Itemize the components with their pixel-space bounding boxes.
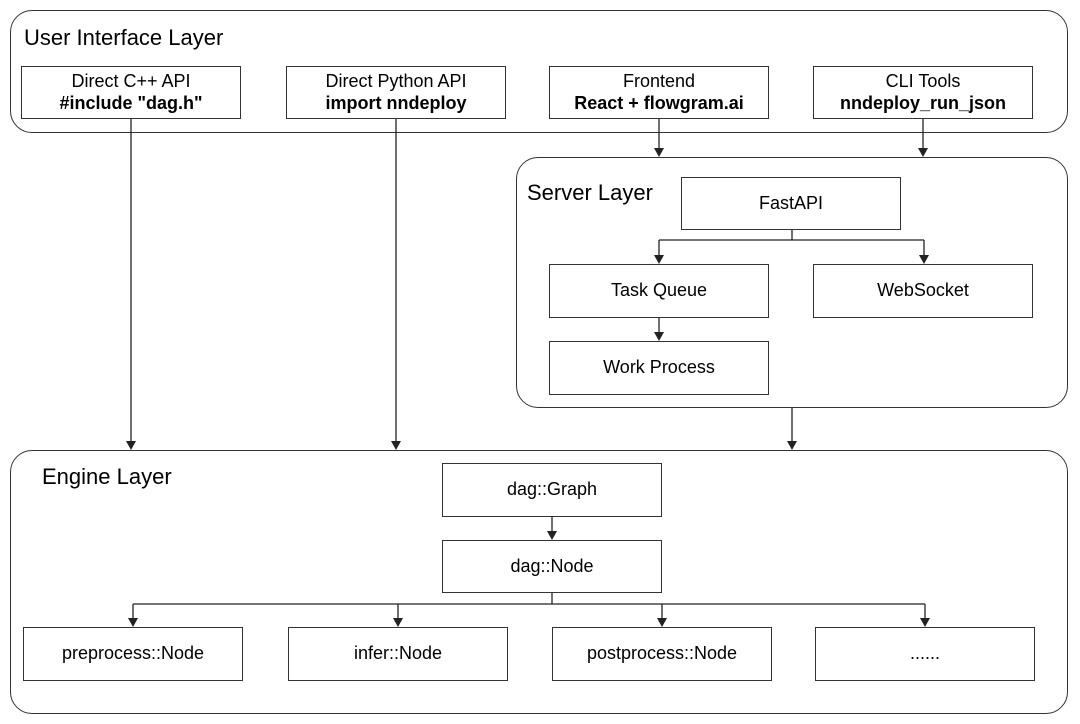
arrow-to-infer-head (393, 618, 403, 627)
task-queue-box: Task Queue (549, 264, 769, 318)
arrow-cpp-to-engine-head (126, 441, 136, 450)
postprocess-node-label: postprocess::Node (586, 643, 738, 664)
arrow-node-split (132, 593, 926, 620)
cli-tools-box: CLI Tools nndeploy_run_json (813, 66, 1033, 119)
engine-layer-title: Engine Layer (42, 464, 172, 489)
direct-python-api-label: Direct Python API (325, 70, 467, 91)
infer-node-label: infer::Node (353, 643, 443, 664)
arrow-taskqueue-to-workprocess-head (654, 332, 664, 341)
arrow-to-more-head (920, 618, 930, 627)
direct-python-api-code: import nndeploy (325, 92, 467, 113)
direct-cpp-api-code: #include "dag.h" (59, 92, 203, 113)
fastapi-label: FastAPI (758, 192, 824, 213)
arrow-fastapi-to-websocket-head (919, 255, 929, 264)
arrow-server-to-engine-head (787, 441, 797, 450)
websocket-box: WebSocket (813, 264, 1033, 318)
frontend-box: Frontend React + flowgram.ai (549, 66, 769, 119)
arrow-to-preprocess-head (128, 618, 138, 627)
user-interface-layer-title: User Interface Layer (24, 25, 224, 50)
dag-graph-label: dag::Graph (506, 479, 598, 500)
more-nodes-box: ...... (815, 627, 1035, 681)
cli-tools-command: nndeploy_run_json (839, 92, 1007, 113)
arrow-fastapi-split (658, 230, 925, 257)
work-process-label: Work Process (603, 357, 715, 378)
websocket-label: WebSocket (877, 280, 969, 301)
arrow-graph-to-node-head (547, 531, 557, 540)
work-process-box: Work Process (549, 341, 769, 395)
direct-cpp-api-label: Direct C++ API (71, 70, 191, 91)
preprocess-node-label: preprocess::Node (61, 643, 205, 664)
fastapi-box: FastAPI (681, 177, 901, 230)
frontend-label: Frontend (622, 70, 696, 91)
infer-node-box: infer::Node (288, 627, 508, 681)
preprocess-node-box: preprocess::Node (23, 627, 243, 681)
server-layer-title: Server Layer (527, 180, 653, 205)
direct-python-api-box: Direct Python API import nndeploy (286, 66, 506, 119)
dag-node-label: dag::Node (510, 555, 594, 576)
arrow-cli-to-server-head (918, 148, 928, 157)
more-nodes-label: ...... (909, 643, 940, 664)
cli-tools-label: CLI Tools (885, 70, 961, 91)
postprocess-node-box: postprocess::Node (552, 627, 772, 681)
arrow-frontend-to-server-head (654, 148, 664, 157)
direct-cpp-api-box: Direct C++ API #include "dag.h" (21, 66, 241, 119)
arrow-to-postprocess-head (657, 618, 667, 627)
frontend-tech: React + flowgram.ai (574, 92, 744, 113)
arrow-python-to-engine-head (391, 441, 401, 450)
dag-graph-box: dag::Graph (442, 463, 662, 517)
arrow-fastapi-to-taskqueue-head (654, 255, 664, 264)
task-queue-label: Task Queue (610, 280, 708, 301)
dag-node-box: dag::Node (442, 540, 662, 593)
